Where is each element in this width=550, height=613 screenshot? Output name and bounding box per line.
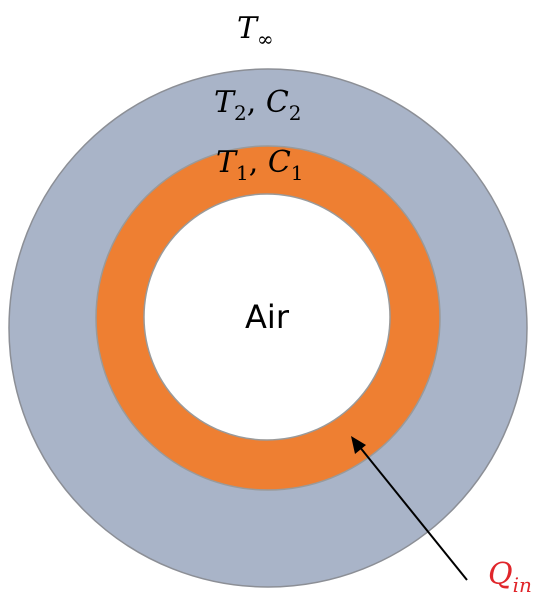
heat-input-symbol: Q: [488, 557, 513, 592]
ambient-subscript: ∞: [257, 27, 274, 51]
air-label: Air: [245, 298, 290, 336]
heat-input-arrow-shaft: [358, 445, 468, 581]
inner-t-symbol: T: [216, 145, 238, 180]
ambient-symbol: T: [237, 11, 259, 46]
ambient-temperature-label: T∞: [237, 11, 274, 51]
inner-c-subscript: 1: [291, 161, 304, 185]
inner-c-symbol: C: [268, 145, 291, 180]
heat-input-subscript: in: [513, 573, 532, 597]
inner-t-subscript: 1: [236, 161, 249, 185]
inner-layer-label: T1, C1: [216, 145, 304, 185]
heat-input-label: Qin: [488, 557, 532, 597]
outer-t-subscript: 2: [234, 101, 247, 125]
outer-layer-label: T2, C2: [214, 85, 302, 125]
inner-separator: ,: [249, 145, 268, 180]
outer-c-subscript: 2: [289, 101, 302, 125]
air-core: [143, 193, 391, 441]
outer-separator: ,: [247, 85, 266, 120]
heat-input-arrowhead: [351, 436, 366, 454]
outer-t-symbol: T: [214, 85, 236, 120]
outer-c-symbol: C: [266, 85, 289, 120]
